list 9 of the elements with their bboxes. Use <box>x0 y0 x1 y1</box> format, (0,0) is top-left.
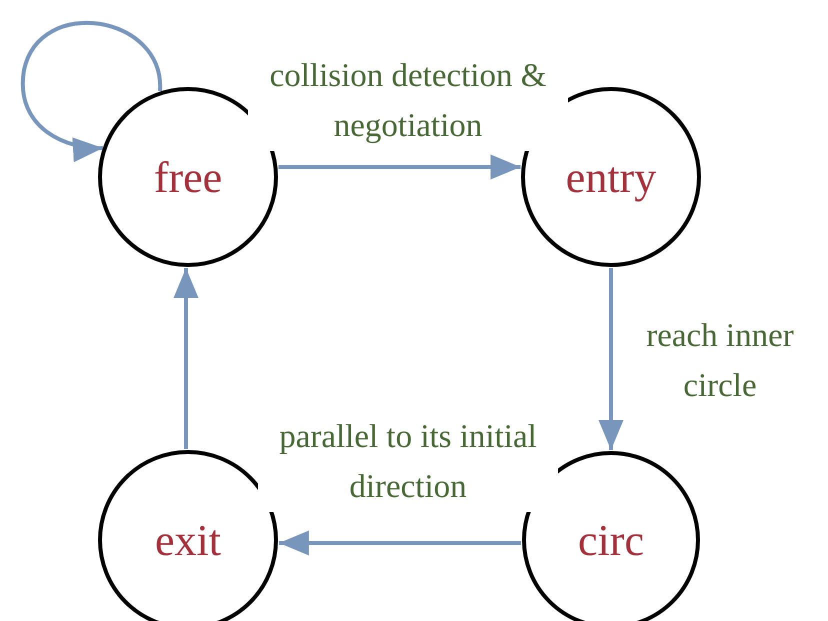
state-label: free <box>154 152 222 202</box>
transition-arrow <box>174 268 198 450</box>
transition-arrow <box>278 154 521 180</box>
state-label: entry <box>566 152 656 202</box>
self-loop-arrow <box>20 21 162 161</box>
state-label: circ <box>578 514 644 566</box>
state-label: exit <box>155 514 221 566</box>
transition-arrow <box>598 268 624 450</box>
transition-arrow <box>278 530 522 556</box>
